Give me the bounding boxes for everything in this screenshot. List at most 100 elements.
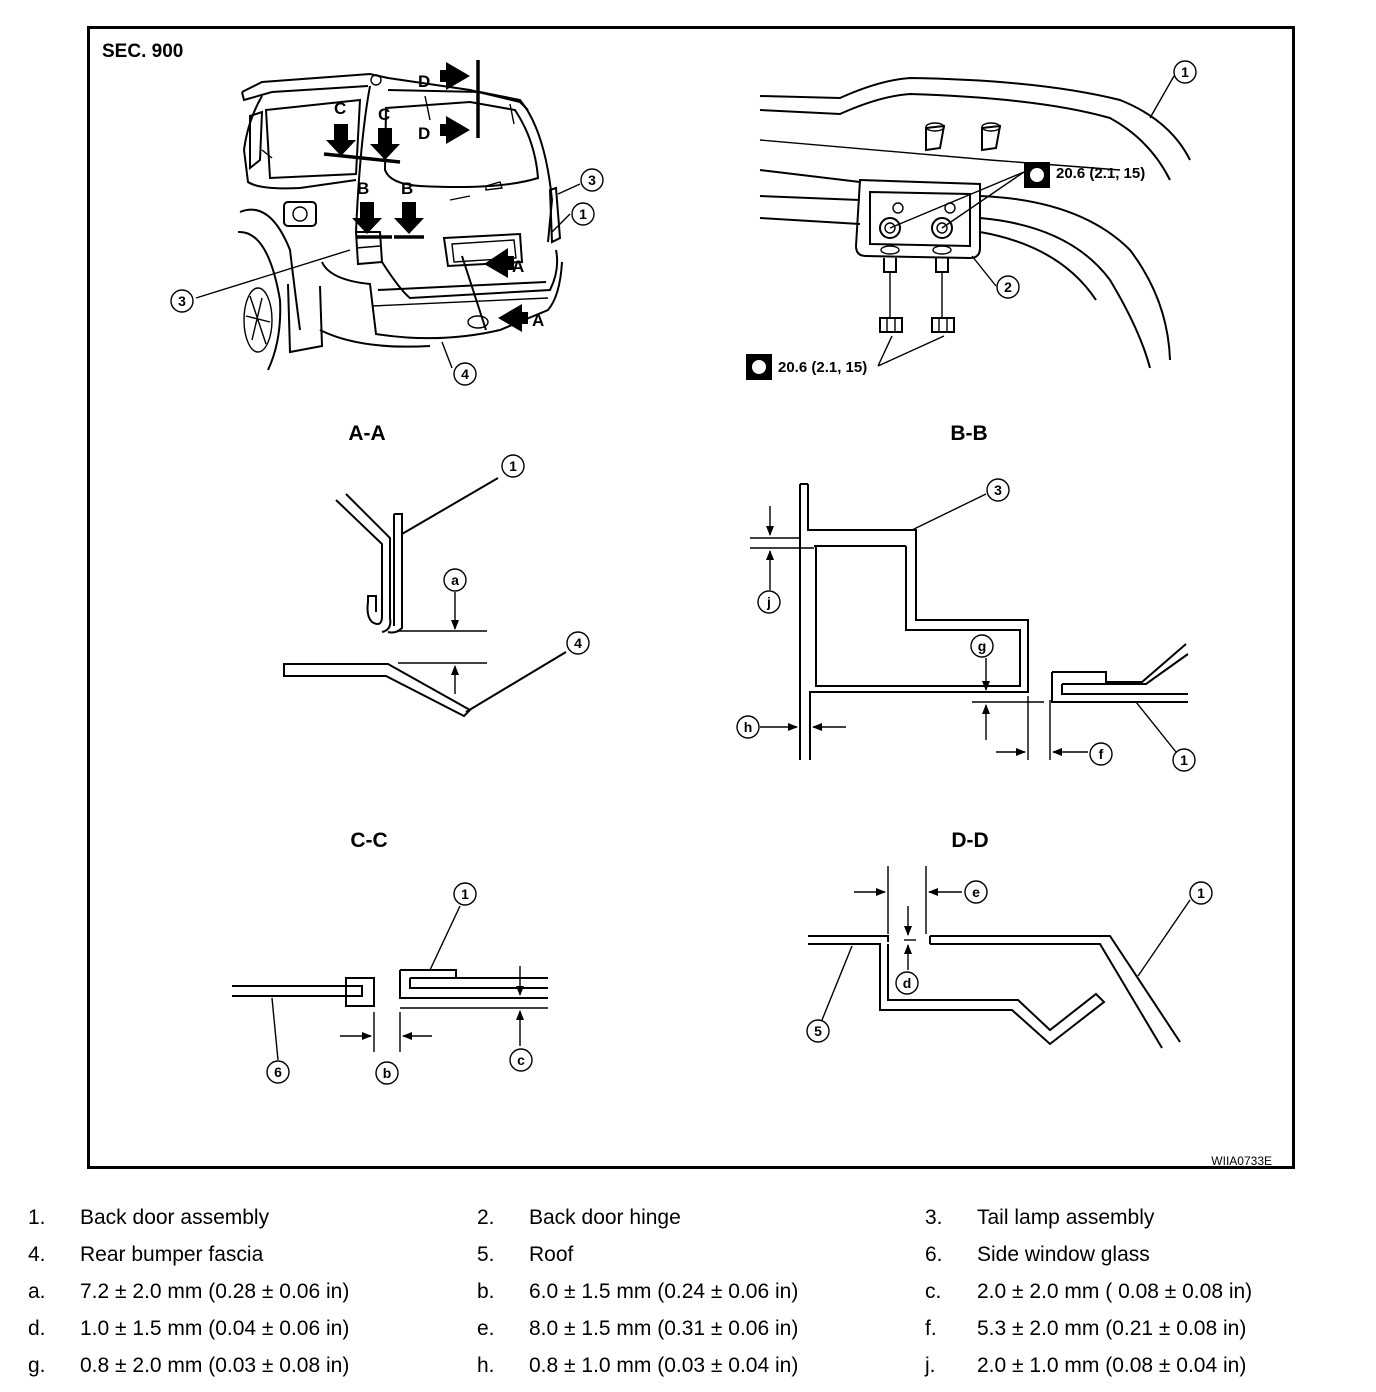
figure-code: WIIA0733E [1211, 1154, 1272, 1168]
legend-text: Side window glass [977, 1243, 1150, 1266]
callout-j: j [757, 590, 781, 614]
svg-text:4: 4 [574, 635, 582, 651]
view-title-dd: D-D [951, 829, 988, 852]
callout-a: a [443, 568, 467, 592]
legend-text: Tail lamp assembly [977, 1206, 1155, 1229]
svg-text:3: 3 [588, 172, 596, 188]
svg-text:a: a [451, 572, 459, 588]
legend-key: g. [28, 1354, 46, 1377]
callout-1-cc: 1 [453, 882, 477, 906]
callout-1-vehicle: 1 [571, 202, 595, 226]
legend-key: 4. [28, 1243, 46, 1266]
legend-key: e. [477, 1317, 495, 1340]
torque-spec-lower: 20.6 (2.1, 15) [778, 359, 867, 376]
fit-diagram: SEC. 900 [102, 41, 1272, 1168]
section-bb [750, 483, 1189, 760]
legend-text: 2.0 ± 1.0 mm (0.08 ± 0.04 in) [977, 1354, 1247, 1377]
legend-text: 6.0 ± 1.5 mm (0.24 ± 0.06 in) [529, 1280, 799, 1303]
callout-g: g [970, 634, 994, 658]
diagram-frame [87, 26, 1295, 1169]
svg-text:1: 1 [1197, 885, 1205, 901]
torque-spec-upper: 20.6 (2.1, 15) [1056, 165, 1145, 182]
legend-key: j. [925, 1354, 936, 1377]
svg-text:e: e [972, 884, 980, 900]
callout-h: h [736, 715, 760, 739]
callout-4-aa: 4 [566, 631, 590, 655]
section-dd [808, 866, 1191, 1049]
hinge-detail [746, 75, 1191, 380]
callout-4-vehicle: 4 [453, 362, 477, 386]
legend-key: 3. [925, 1206, 943, 1229]
callout-b: b [375, 1061, 399, 1085]
callout-5-dd: 5 [806, 1019, 830, 1043]
legend-key: c. [925, 1280, 942, 1303]
svg-text:g: g [978, 638, 987, 654]
callout-2-hinge: 2 [996, 275, 1020, 299]
svg-text:1: 1 [461, 886, 469, 902]
callout-1-hinge: 1 [1173, 60, 1197, 84]
svg-text:d: d [903, 975, 912, 991]
svg-text:4: 4 [461, 366, 469, 382]
arrow-label-d-bottom: D [418, 124, 430, 143]
arrow-label-a-top: A [512, 257, 524, 276]
legend-key: b. [477, 1280, 495, 1303]
view-title-aa: A-A [348, 422, 385, 445]
callout-3-vehicle-right: 3 [580, 168, 604, 192]
legend-key: a. [28, 1280, 46, 1303]
arrow-label-d-top: D [418, 72, 430, 91]
legend-text: 0.8 ± 1.0 mm (0.03 ± 0.04 in) [529, 1354, 799, 1377]
svg-text:5: 5 [814, 1023, 822, 1039]
legend-text: 8.0 ± 1.5 mm (0.31 ± 0.06 in) [529, 1317, 799, 1340]
svg-text:h: h [744, 719, 753, 735]
legend-key: d. [28, 1317, 46, 1340]
vehicle-rear-view [195, 60, 581, 371]
legend-text: Rear bumper fascia [80, 1243, 264, 1266]
arrow-label-a-bottom: A [532, 311, 544, 330]
svg-text:1: 1 [509, 458, 517, 474]
svg-text:b: b [383, 1065, 392, 1081]
svg-text:3: 3 [178, 293, 186, 309]
callout-1-aa: 1 [501, 454, 525, 478]
legend-row: d. 1.0 ± 1.5 mm (0.04 ± 0.06 in) e. 8.0 ± 1… [28, 1317, 1368, 1354]
legend-text: Back door hinge [529, 1206, 681, 1229]
svg-text:3: 3 [994, 482, 1002, 498]
arrow-label-c-right: C [378, 105, 390, 124]
legend-text: Roof [529, 1243, 574, 1266]
svg-text:j: j [766, 594, 771, 610]
arrow-label-b-left: B [357, 179, 369, 198]
svg-text:2: 2 [1004, 279, 1012, 295]
callout-3-bb: 3 [986, 478, 1010, 502]
callout-1-bb: 1 [1172, 748, 1196, 772]
legend-text: 5.3 ± 2.0 mm (0.21 ± 0.08 in) [977, 1317, 1247, 1340]
legend-key: f. [925, 1317, 937, 1340]
section-cc [232, 905, 548, 1061]
arrow-label-c-left: C [334, 99, 346, 118]
callout-3-vehicle-left: 3 [170, 289, 194, 313]
arrow-label-b-right: B [401, 179, 413, 198]
legend-key: 6. [925, 1243, 943, 1266]
callout-e: e [964, 880, 988, 904]
section-label: SEC. 900 [102, 41, 183, 62]
legend-key: h. [477, 1354, 495, 1377]
svg-text:6: 6 [274, 1064, 282, 1080]
view-title-cc: C-C [350, 829, 387, 852]
callout-6-cc: 6 [266, 1060, 290, 1084]
legend-text: 2.0 ± 2.0 mm ( 0.08 ± 0.08 in) [977, 1280, 1253, 1303]
svg-text:1: 1 [1181, 64, 1189, 80]
callout-f: f [1089, 742, 1113, 766]
legend-key: 5. [477, 1243, 495, 1266]
legend-key: 2. [477, 1206, 495, 1229]
callout-c: c [509, 1048, 533, 1072]
callout-d: d [895, 971, 919, 995]
svg-text:1: 1 [1180, 752, 1188, 768]
legend-text: 1.0 ± 1.5 mm (0.04 ± 0.06 in) [80, 1317, 350, 1340]
legend-text: 7.2 ± 2.0 mm (0.28 ± 0.06 in) [80, 1280, 350, 1303]
view-title-bb: B-B [950, 422, 987, 445]
legend-text: 0.8 ± 2.0 mm (0.03 ± 0.08 in) [80, 1354, 350, 1377]
legend-text: Back door assembly [80, 1206, 270, 1229]
legend-row: g. 0.8 ± 2.0 mm (0.03 ± 0.08 in) h. 0.8 ± 1… [28, 1354, 1368, 1391]
legend-row: a. 7.2 ± 2.0 mm (0.28 ± 0.06 in) b. 6.0 ± 1… [28, 1280, 1368, 1317]
svg-text:c: c [517, 1052, 525, 1068]
